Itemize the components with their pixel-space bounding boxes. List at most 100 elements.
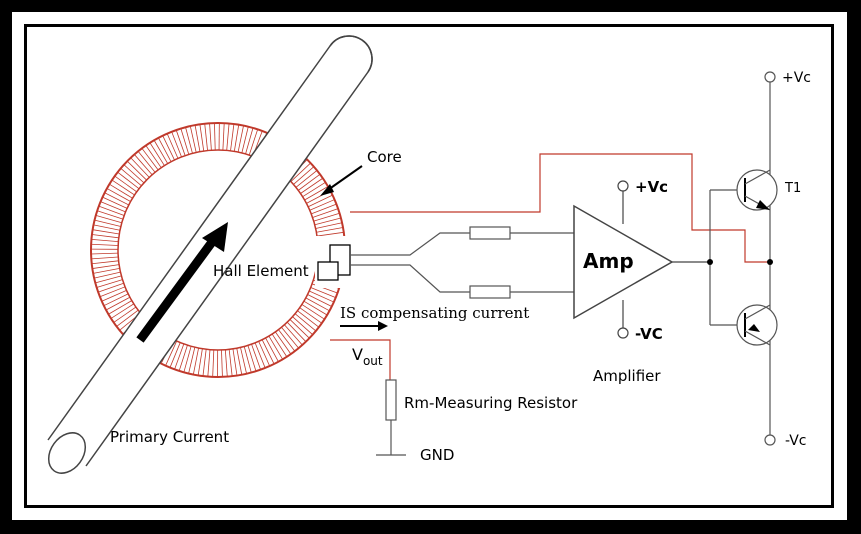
coil-winding [91,260,119,265]
coil-winding [261,339,275,365]
coil-winding [241,126,249,153]
coil-winding [117,171,140,190]
coil-winding [93,224,121,231]
coil-winding [286,321,307,342]
is-current-arrow [340,321,388,331]
coil-winding [226,123,230,151]
coil-winding [254,342,266,369]
coil-winding [230,123,235,151]
coil-winding [243,346,252,373]
coil-winding [149,142,165,166]
coil-winding [316,227,344,233]
coil-winding [145,145,162,168]
amplifier-label: Amplifier [593,367,661,385]
coil-winding [109,183,133,199]
coil-winding [103,293,129,307]
coil-winding [185,127,193,154]
coil-winding [158,137,172,162]
coil-winding [175,129,186,156]
coil-winding [94,219,121,227]
coil-winding [275,331,292,355]
coil-winding [258,341,271,367]
coil-winding [221,349,223,377]
junction-dot [767,259,773,265]
hall-element [317,244,351,281]
coil-winding [120,168,142,187]
coil-winding [278,329,296,352]
coil-winding [116,309,139,327]
coil-winding [312,208,339,218]
coil-winding [96,279,123,288]
coil-winding [310,287,336,298]
coil-winding [271,333,288,357]
coil-winding [301,304,325,320]
coil-winding [178,345,188,372]
coil-winding [199,124,205,152]
vout-main: V [352,345,363,364]
coil-winding [105,296,131,311]
is-comp-label: IS compensating current [340,304,529,322]
coil-winding [92,229,120,235]
coil-winding [108,300,132,315]
coil-winding [101,289,127,302]
coil-winding [289,319,310,339]
coil-winding [298,173,321,191]
amplifier [573,180,710,339]
hall-element-label: Hall Element [213,262,309,280]
primary-current-label: Primary Current [110,428,229,446]
core-pointer [320,165,363,196]
coil-winding [315,222,343,229]
coil-winding [188,347,196,374]
coil-winding [106,188,131,202]
coil-winding [189,125,197,153]
coil-winding [300,177,324,194]
coil-winding [248,129,259,156]
coil-winding [245,127,254,154]
coil-winding [305,297,330,312]
coil-winding [314,217,341,226]
coil-winding [98,205,125,216]
coil-winding [247,345,257,372]
coil-winding [207,349,211,377]
coil-winding [174,343,185,370]
diagram-canvas [24,24,834,508]
coil-winding [98,282,124,293]
coil-winding [97,210,124,220]
coil-winding [192,348,199,375]
coil-winding [309,290,335,303]
coil-winding [91,256,119,260]
coil-winding [268,335,283,360]
coil-winding [228,349,233,377]
coil-winding [302,181,326,198]
t1-label: T1 [784,181,801,196]
coil-winding [197,348,203,376]
coil-winding [162,135,175,161]
coil-winding [237,125,244,153]
coil-winding [180,128,190,155]
coil-winding [303,300,328,316]
coil-winding [240,347,247,374]
amp-label: Amp [583,249,634,273]
coil-winding [166,133,179,159]
t2-emitter-arrow [748,324,760,332]
coil-winding [104,192,129,206]
t1-emitter-arrow [756,200,770,210]
coil-winding [169,342,181,368]
coil-winding [93,268,120,274]
coil-winding [94,271,121,279]
compensation-wire [330,153,770,380]
coil-winding [92,264,120,269]
coil-winding [95,275,122,284]
coil-winding [165,340,178,366]
coil-winding [114,175,137,193]
coil-winding [110,303,134,319]
coil-winding [281,327,299,349]
gnd-label: GND [420,446,454,464]
coil-winding [91,243,119,246]
coil-winding [212,349,215,377]
rail-neg-label: -Vc [785,433,807,449]
hall-to-amp-wires [350,226,574,299]
coil-winding [113,306,137,323]
amp-vcc-pos-label: +Vc [635,178,668,196]
